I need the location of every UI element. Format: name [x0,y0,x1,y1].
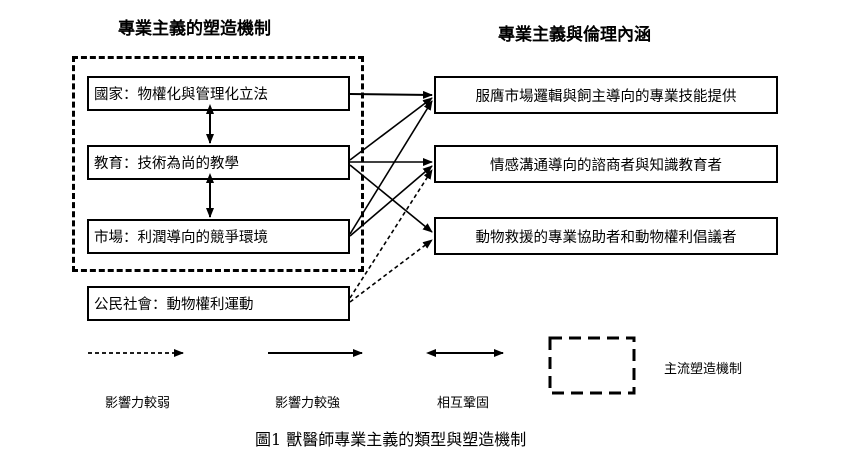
strong-arrow-state-service [349,90,433,99]
strong-arrow-education-advocate [349,164,433,233]
weak-arrow-civil-counselor [349,169,433,299]
left-heading: 專業主義的塑造機制 [118,19,271,39]
counselor-box: 情感溝通導向的諮商者與知識教育者 [434,145,778,183]
strong-arrow-market-counselor [349,165,433,237]
counselor-label: 情感溝通導向的諮商者與知識教育者 [490,157,722,174]
advocate-box: 動物救援的專業協助者和動物權利倡議者 [434,217,778,255]
legend-mainstream-label: 主流塑造機制 [664,362,743,377]
weak-arrow-civil-advocate [349,239,433,303]
civil-society-box: 公民社會：動物權利運動 [87,286,350,321]
market-box: 市場：利潤導向的競爭環境 [87,219,350,254]
market-label: 市場：利潤導向的競爭環境 [94,230,268,246]
advocate-label: 動物救援的專業協助者和動物權利倡議者 [475,229,737,246]
civil-society-label: 公民社會：動物權利運動 [94,297,254,313]
education-box: 教育：技術為尚的教學 [87,145,350,180]
state-label: 國家：物權化與管理化立法 [94,87,268,103]
strong-arrow-education-service [349,97,433,161]
mainstream-mechanism-group [72,56,364,272]
service-box: 服膺市場邏輯與飼主導向的專業技能提供 [434,76,778,114]
legend-mainstream-box [548,336,636,395]
legend-mutual-label: 相互鞏固 [437,396,490,411]
service-label: 服膺市場邏輯與飼主導向的專業技能提供 [475,88,737,105]
state-box: 國家：物權化與管理化立法 [87,76,350,111]
figure-caption: 圖1 獸醫師專業主義的類型與塑造機制 [255,430,527,449]
right-heading: 專業主義與倫理內涵 [498,25,651,45]
strong-arrow-market-service [349,100,433,235]
education-label: 教育：技術為尚的教學 [94,156,239,172]
legend-strong-label: 影響力較強 [275,396,341,411]
legend-weak-label: 影響力較弱 [105,396,171,411]
